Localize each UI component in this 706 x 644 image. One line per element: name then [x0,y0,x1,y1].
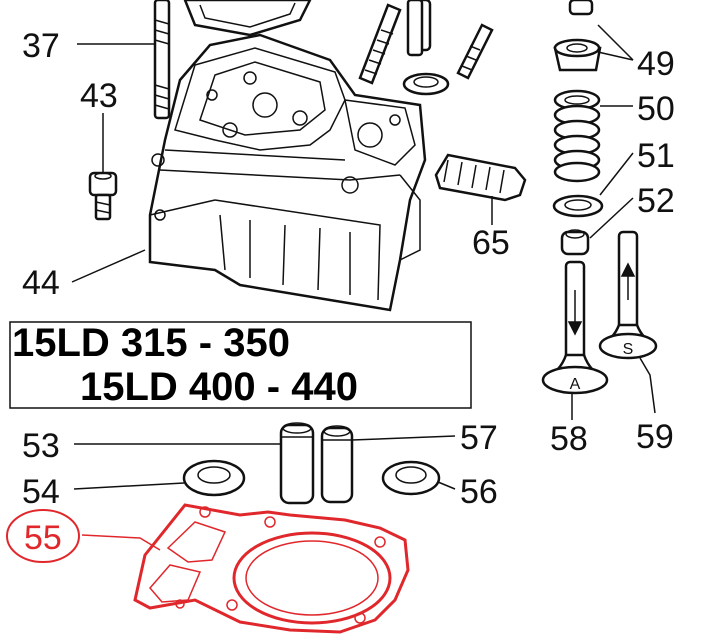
model-line-1: 15LD 315 - 350 [12,321,290,365]
callout-numbers: 37 43 44 49 50 51 52 65 53 54 57 56 58 5… [6,27,675,563]
valve-cap-49 [553,38,602,72]
push-rod-tube [358,3,494,85]
valve-guide-57 [320,425,354,504]
valve-seat-54 [182,459,246,497]
exhaust-valve-59: S [598,230,658,360]
callout-43: 43 [80,77,118,115]
callout-51: 51 [637,137,675,175]
callout-55: 55 [24,519,62,557]
callout-65: 65 [472,224,510,262]
leader-lines [71,24,656,551]
callout-52: 52 [637,182,675,220]
valve-seat-56 [381,460,441,496]
stud-right [406,0,424,57]
head-stud-37 [153,0,171,120]
intake-mark: A [570,376,581,393]
rocker-65 [434,153,527,202]
callout-44: 44 [22,264,60,302]
callout-58: 58 [550,420,588,458]
callout-53: 53 [22,427,60,465]
model-line-2: 15LD 400 - 440 [80,365,358,409]
model-label-box: 15LD 315 - 350 15LD 400 - 440 [9,321,472,409]
callout-57: 57 [460,419,498,457]
callout-37: 37 [22,27,60,65]
top-partial-parts [183,0,594,52]
head-gasket-55 [133,503,410,634]
callout-59: 59 [636,418,674,456]
intake-valve-58: A [541,260,609,395]
callout-56: 56 [460,473,498,511]
callout-49: 49 [637,45,675,83]
spring-washer-51 [552,194,604,218]
bolt-43 [88,171,118,221]
valve-guide-53 [279,422,315,505]
valve-spring-50 [553,89,601,183]
callout-50: 50 [637,90,675,128]
callout-54: 54 [22,473,60,511]
washer-top [402,72,450,96]
exhaust-mark: S [623,341,634,358]
callout-55-circle [6,509,80,563]
valve-seal-52 [560,229,590,256]
cylinder-head [148,33,427,312]
